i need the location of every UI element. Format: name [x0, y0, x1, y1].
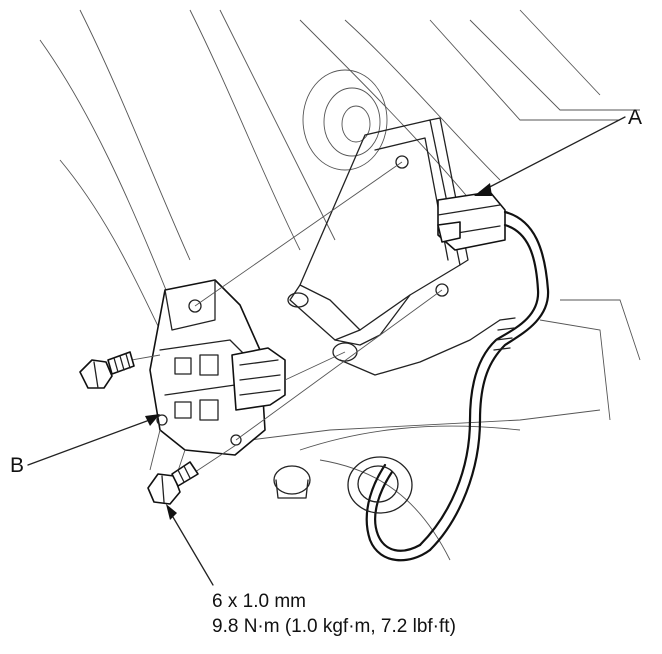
arrowheads — [145, 183, 492, 520]
grommet — [347, 456, 413, 514]
sensor-unit-b — [149, 279, 286, 481]
connector-a — [437, 191, 506, 251]
fastener-torque-text: 9.8 N·m (1.0 kgf·m, 7.2 lbf·ft) — [212, 616, 456, 637]
bolt-upper — [79, 351, 135, 389]
fastener-size-text: 6 x 1.0 mm — [212, 591, 306, 612]
body-plug — [273, 465, 311, 499]
leader-lines — [27, 116, 626, 586]
callout-a-label: A — [628, 106, 642, 129]
callout-b-label: B — [10, 454, 24, 477]
vehicle-body-lines — [39, 9, 641, 561]
bolt-lower — [147, 461, 199, 505]
wire-harness — [365, 210, 550, 562]
body-boss — [302, 69, 388, 171]
